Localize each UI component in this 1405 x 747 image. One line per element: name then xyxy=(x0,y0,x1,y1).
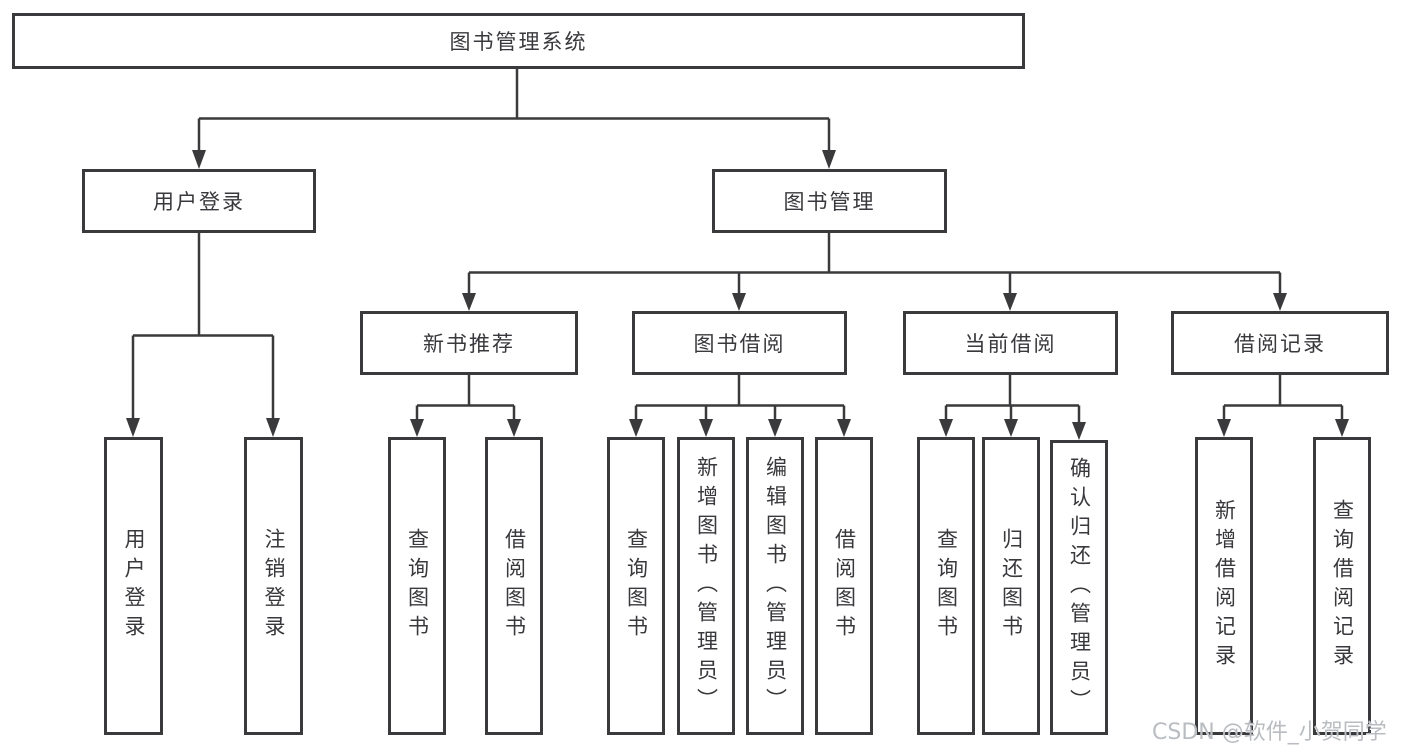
node-leaf-add-book-admin: 新增图书（管理员） xyxy=(677,437,735,735)
node-leaf-query-books-2: 查询图书 xyxy=(607,437,665,735)
node-label: 新增图书（管理员） xyxy=(694,455,719,717)
node-label: 图书借阅 xyxy=(693,332,786,356)
node-current-borrowing: 当前借阅 xyxy=(903,311,1118,375)
node-leaf-confirm-return-admin: 确认归还（管理员） xyxy=(1050,440,1108,735)
node-label: 借阅图书 xyxy=(502,528,527,644)
node-label: 查询图书 xyxy=(624,528,649,644)
node-leaf-edit-book-admin: 编辑图书（管理员） xyxy=(746,437,804,735)
node-leaf-borrow-books-1: 借阅图书 xyxy=(485,437,543,735)
node-leaf-add-borrow-record: 新增借阅记录 xyxy=(1195,437,1253,735)
node-leaf-return-book: 归还图书 xyxy=(982,437,1040,735)
node-label: 图书管理 xyxy=(783,190,876,214)
node-new-book-recommend: 新书推荐 xyxy=(360,311,578,375)
node-label: 新增借阅记录 xyxy=(1212,499,1237,673)
node-book-borrowing: 图书借阅 xyxy=(632,311,847,375)
node-user-login-module: 用户登录 xyxy=(82,169,316,233)
node-library-management-system: 图书管理系统 xyxy=(12,13,1025,69)
node-leaf-logout: 注销登录 xyxy=(244,437,303,735)
node-leaf-user-login: 用户登录 xyxy=(104,437,163,735)
node-label: 借阅记录 xyxy=(1234,332,1326,356)
node-leaf-query-books-1: 查询图书 xyxy=(388,437,446,735)
node-book-management-module: 图书管理 xyxy=(712,169,947,233)
node-leaf-query-borrow-record: 查询借阅记录 xyxy=(1313,437,1371,735)
node-leaf-query-books-3: 查询图书 xyxy=(917,437,975,735)
node-label: 编辑图书（管理员） xyxy=(763,455,788,717)
node-borrowing-records: 借阅记录 xyxy=(1171,311,1389,375)
node-label: 确认归还（管理员） xyxy=(1067,457,1092,718)
node-label: 注销登录 xyxy=(262,528,286,644)
node-label: 查询借阅记录 xyxy=(1330,499,1355,673)
node-label: 当前借阅 xyxy=(964,332,1057,356)
node-label: 归还图书 xyxy=(999,528,1024,644)
node-label: 借阅图书 xyxy=(832,528,857,644)
node-label: 查询图书 xyxy=(405,528,430,644)
node-label: 用户登录 xyxy=(122,528,146,644)
node-label: 新书推荐 xyxy=(423,332,515,356)
node-label: 用户登录 xyxy=(153,190,245,214)
node-label: 图书管理系统 xyxy=(449,30,588,54)
node-label: 查询图书 xyxy=(934,528,959,644)
node-leaf-borrow-books-2: 借阅图书 xyxy=(815,437,873,735)
csdn-watermark: CSDN @软件_小贺同学 xyxy=(1152,720,1387,745)
